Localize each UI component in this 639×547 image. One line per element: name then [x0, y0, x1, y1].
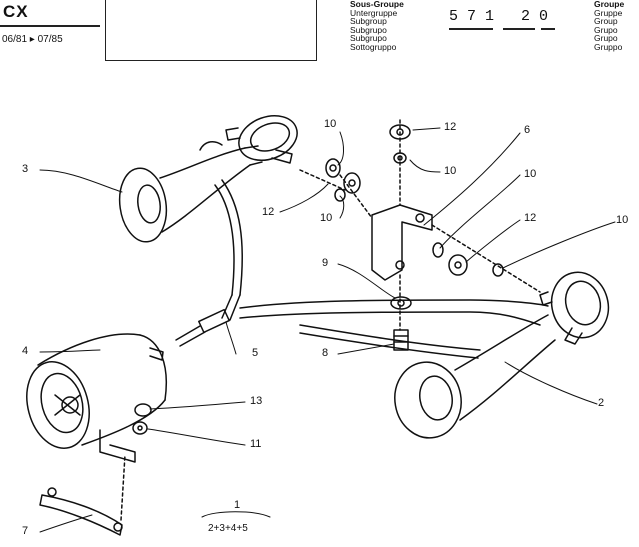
callout-10-a: 10: [324, 118, 337, 130]
callout-10-c: 10: [444, 165, 457, 177]
subgroup-label: Subgrupo: [350, 33, 387, 44]
assembly-formula: 2+3+4+5: [208, 523, 248, 534]
wiring-harness: [175, 179, 549, 359]
callout-2: 2: [598, 397, 605, 409]
compressor-4: [26, 333, 167, 463]
group-label: Grupo: [594, 24, 618, 35]
leader-lines: [39, 127, 616, 533]
callout-9: 9: [322, 257, 329, 269]
subgroup-label: Untergruppe: [350, 7, 398, 18]
callout-3: 3: [22, 163, 29, 175]
subgroup-label: Subgrupo: [350, 24, 387, 35]
model-title: CX: [3, 2, 29, 21]
callout-10-e: 10: [616, 214, 629, 226]
subgroup-code: 571 20: [449, 8, 558, 25]
group-label: Grupo: [594, 33, 618, 44]
fasteners: [132, 124, 504, 435]
production-dates: 06/81 ▸ 07/85: [2, 34, 63, 45]
callout-10-d: 10: [524, 168, 537, 180]
bracket-7: [39, 454, 126, 536]
group-labels: Groupe Gruppe Group Grupo Grupo Gruppo: [594, 0, 624, 52]
callout-12-c: 12: [524, 212, 537, 224]
subgroup-label: Sous-Groupe: [350, 0, 404, 9]
group-label: Group: [594, 16, 618, 27]
code-underline: [503, 28, 535, 30]
horn-2: [394, 271, 610, 439]
callout-6: 6: [524, 124, 531, 136]
header-box: [105, 0, 317, 61]
callout-12-b: 12: [444, 121, 457, 133]
callout-10-b: 10: [320, 212, 333, 224]
callout-13: 13: [250, 395, 263, 407]
callout-7: 7: [22, 525, 29, 537]
header-rule: [0, 25, 100, 27]
callout-8: 8: [322, 347, 329, 359]
group-label: Gruppo: [594, 41, 623, 52]
subgroup-label: Subgroup: [350, 16, 387, 27]
group-label: Groupe: [594, 0, 625, 9]
mounting-bracket: [299, 119, 541, 331]
subgroup-labels: Sous-Groupe Untergruppe Subgroup Subgrup…: [350, 0, 404, 52]
callout-12-a: 12: [262, 206, 275, 218]
horn-3: [118, 115, 298, 243]
subgroup-label: Sottogruppo: [350, 41, 397, 52]
code-underline: [449, 28, 493, 30]
group-label: Gruppe: [594, 7, 623, 18]
code-underline: [541, 28, 555, 30]
assembly-number: 1: [234, 499, 241, 511]
callout-11: 11: [250, 438, 262, 450]
callout-4: 4: [22, 345, 29, 357]
callout-5: 5: [252, 347, 259, 359]
